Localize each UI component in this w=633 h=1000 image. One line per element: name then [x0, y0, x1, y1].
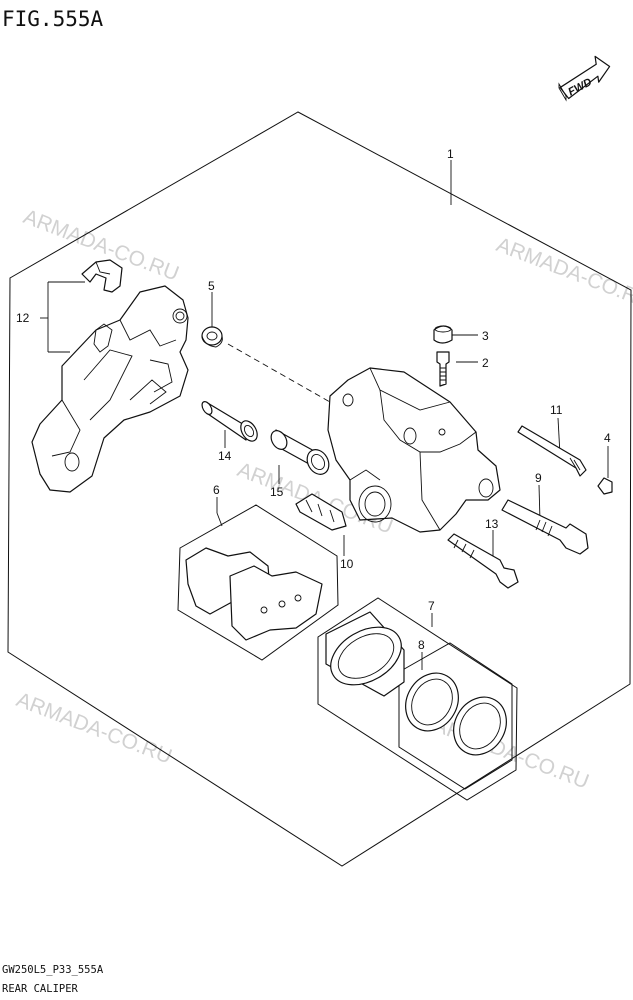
figure-title: FIG.555A — [2, 7, 104, 31]
callout-5: 5 — [208, 279, 215, 293]
callout-7: 7 — [428, 599, 435, 613]
pad-spring — [295, 493, 347, 531]
callout-4: 4 — [604, 431, 611, 445]
sleeve-boot — [270, 429, 330, 475]
piston-kit-outline — [317, 597, 518, 801]
bleeder-valve — [436, 351, 450, 387]
pin-cap — [597, 477, 613, 495]
mounting-bolt-long — [501, 499, 589, 555]
piston-seals — [405, 672, 507, 756]
callout-2: 2 — [482, 356, 489, 370]
leader-lines — [40, 160, 609, 670]
callout-11: 11 — [550, 403, 563, 417]
model-code: GW250L5_P33_555A — [2, 964, 104, 976]
pin-boot — [201, 326, 223, 348]
caliper-pin — [517, 425, 587, 477]
mounting-bolt-short — [447, 533, 519, 589]
caliper-piston — [325, 611, 405, 697]
callout-labels: 1 2 3 4 5 6 7 8 9 10 11 12 13 14 15 — [16, 147, 611, 652]
watermark-text: ARMADA-CO.RU — [13, 688, 175, 768]
slide-sleeve — [201, 401, 258, 442]
callout-15: 15 — [270, 485, 284, 499]
pad-kit-outline — [177, 504, 339, 661]
brake-pads — [185, 547, 323, 641]
callout-6: 6 — [213, 483, 220, 497]
callout-14: 14 — [218, 449, 232, 463]
callout-10: 10 — [340, 557, 354, 571]
callout-1: 1 — [447, 147, 454, 161]
watermark-text: ARMADA-CO.RU — [493, 233, 633, 313]
caliper-bracket — [31, 285, 189, 493]
callout-9: 9 — [535, 471, 542, 485]
seal-kit-outline — [398, 642, 513, 790]
fwd-label: FWD — [566, 76, 594, 98]
bleeder-cap — [433, 325, 453, 344]
caliper-body — [327, 367, 501, 533]
assembly-outline — [7, 111, 632, 867]
callout-13: 13 — [485, 517, 499, 531]
pad-spring-clip — [81, 259, 123, 293]
watermarks: ARMADA-CO.RU ARMADA-CO.RU ARMADA-CO.RU A… — [13, 205, 633, 793]
callout-3: 3 — [482, 329, 489, 343]
callout-8: 8 — [418, 638, 425, 652]
callout-12: 12 — [16, 311, 30, 325]
figure-caption: REAR CALIPER — [2, 983, 79, 995]
fwd-arrow-icon: FWD — [558, 55, 611, 102]
